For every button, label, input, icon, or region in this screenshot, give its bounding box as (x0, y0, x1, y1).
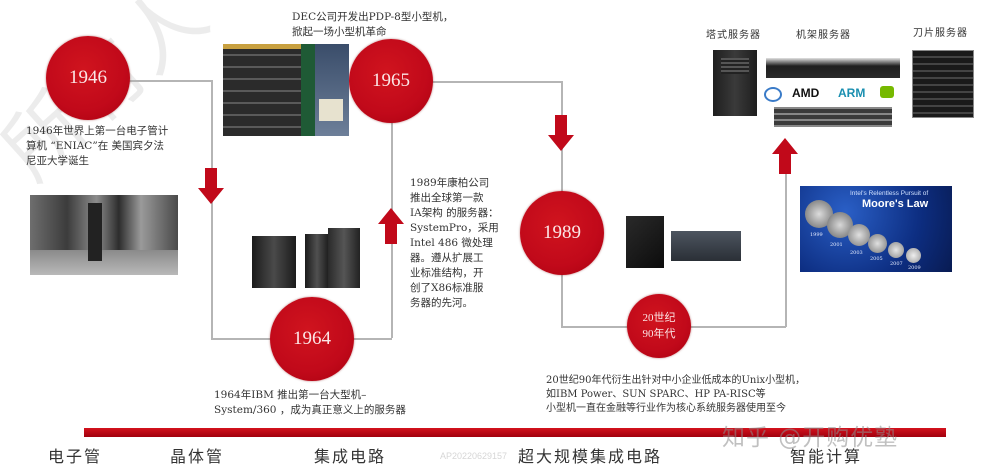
blade-server-photo (912, 50, 974, 118)
milestone-1946-circle: 1946 (46, 36, 130, 120)
connector-90s-up (785, 170, 787, 327)
milestone-1965-circle: 1965 (349, 39, 433, 123)
connector-1946-right (128, 80, 212, 82)
era-vlsi: 超大规模集成电路 (518, 447, 663, 466)
milestone-1964-description: 1964年IBM 推出第一台大型机– System/360 ，成为真正意义上的服… (214, 389, 406, 416)
milestone-1964-circle: 1964 (270, 297, 354, 381)
connector-90s-left (561, 326, 629, 328)
arrow-up-icon (772, 138, 798, 174)
pdp8-photo (223, 44, 349, 136)
intel-logo-icon (764, 87, 782, 102)
connector-1965-right (432, 81, 562, 83)
arrow-up-icon (378, 208, 404, 244)
moores-law-image: Intel's Relentless Pursuit of Moore's La… (800, 186, 952, 272)
rack-server-bottom-photo (774, 107, 892, 127)
milestone-1990s-description: 20世纪90年代衍生出针对中小企业低成本的Unix小型机， 如IBM Power… (546, 375, 806, 414)
nvidia-logo-icon (880, 86, 894, 98)
era-integrated-circuit: 集成电路 (314, 447, 387, 466)
milestone-1990s-circle: 20世纪 90年代 (627, 294, 691, 358)
moores-law-title: Moore's Law (862, 198, 929, 210)
arrow-down-icon (198, 168, 224, 204)
connector-1964-right (352, 338, 392, 340)
compaq-systempro-photo (626, 216, 742, 268)
zhihu-watermark: 知乎 @开购优塾 (722, 425, 899, 451)
tower-server-photo (713, 50, 757, 116)
connector-90s-right (690, 326, 786, 328)
milestone-1965-description: DEC公司开发出PDP-8型小型机， 掀起一场小型机革命 (292, 11, 454, 38)
era-timeline-bar (84, 428, 946, 437)
image-id-watermark: AP20220629157 (440, 451, 508, 461)
ibm-system360-photo (250, 226, 362, 288)
milestone-year-line1: 20世纪 (642, 312, 676, 324)
milestone-1989-circle: 1989 (520, 191, 604, 275)
connector-1946-down (211, 80, 213, 338)
milestone-year-line2: 90年代 (642, 328, 676, 340)
milestone-year: 1965 (372, 70, 410, 91)
arm-logo: ARM (838, 86, 866, 100)
era-transistor: 晶体管 (170, 447, 225, 466)
eniac-photo (30, 195, 178, 275)
milestone-year: 1964 (293, 328, 331, 349)
connector-1964-left (211, 338, 271, 340)
milestone-1946-description: 1946年世界上第一台电子管计 算机 “ENIAC”在 美国宾夕法 尼亚大学诞生 (26, 125, 169, 167)
moores-law-subtitle: Intel's Relentless Pursuit of (850, 190, 929, 197)
era-intelligent-computing: 智能计算 (790, 447, 863, 466)
milestone-year: 1989 (543, 222, 581, 243)
arrow-down-icon (548, 115, 574, 151)
server-type-tower-label: 塔式服务器 (706, 30, 761, 41)
server-type-rack-label: 机架服务器 (796, 30, 851, 41)
amd-logo: AMD (792, 86, 820, 100)
server-type-blade-label: 刀片服务器 (913, 28, 968, 39)
milestone-year: 1946 (69, 67, 107, 88)
rack-server-top-photo (766, 58, 900, 78)
era-vacuum-tube: 电子管 (48, 447, 103, 466)
milestone-1989-description: 1989年康柏公司 推出全球第一款 IA架构 的服务器： SystemPro，采… (410, 177, 499, 309)
